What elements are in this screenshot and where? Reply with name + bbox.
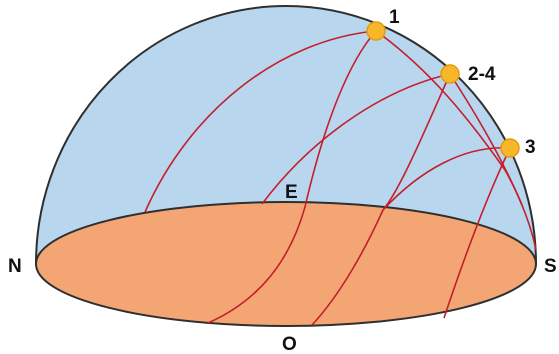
south-label: S bbox=[544, 256, 557, 277]
sun-paths bbox=[144, 30, 537, 326]
sun-3-label: 3 bbox=[525, 137, 536, 158]
sun-path-2-4-outer bbox=[449, 73, 523, 206]
sun-path-1-outer bbox=[375, 30, 537, 251]
east-label: E bbox=[285, 182, 298, 203]
sun-2-4-label: 2-4 bbox=[468, 64, 496, 85]
horizon-plane bbox=[35, 201, 537, 327]
sun-3 bbox=[500, 138, 520, 158]
north-label: N bbox=[8, 256, 22, 277]
sun-path-1-back bbox=[144, 30, 377, 213]
sun-path-2-4-back bbox=[261, 73, 451, 205]
sun-path-1-front bbox=[207, 30, 377, 324]
sun-2-4 bbox=[440, 64, 460, 84]
sun-markers bbox=[366, 21, 520, 158]
sun-1 bbox=[366, 21, 386, 41]
west-label: O bbox=[282, 334, 297, 354]
sun-1-label: 1 bbox=[389, 7, 400, 28]
